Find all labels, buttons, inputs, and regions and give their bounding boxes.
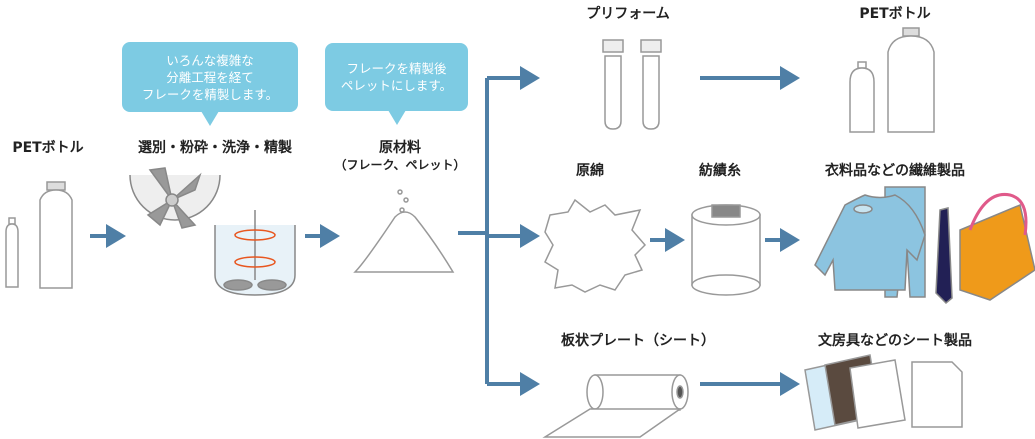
label-preform: プリフォーム [586,6,670,22]
label-textile-products: 衣料品などの繊維製品 [825,163,965,179]
arrow-yarn-to-textile [765,228,800,252]
arrow-cotton-to-yarn [650,228,685,252]
label-sheet-products: 文房具などのシート製品 [818,333,972,349]
callout-pellet: フレークを精製後ペレットにします。 [325,43,468,125]
callout-line: いろんな複雑な [166,52,254,68]
callout-line: 分離工程を経て [166,69,254,85]
arrow-to-preform [520,66,540,90]
label-raw-cotton: 原綿 [576,163,604,179]
callout-line: フレークを精製します。 [141,86,279,102]
label-process: 選別・粉砕・洗浄・精製 [138,140,292,156]
pet-bottles-product-illustration [849,27,935,133]
textile-products-illustration [814,186,1035,305]
preform-illustration [602,39,662,130]
flow-arrows [90,66,800,396]
arrow-process-to-raw [305,224,340,248]
sheet-products-illustration [804,354,963,431]
arrow-bottle-to-process [90,224,126,248]
branch-line [458,76,522,386]
spun-yarn-illustration [691,204,761,296]
arrow-to-cotton [520,224,540,248]
separation-machine-illustration [129,167,296,296]
arrow-sheet-to-products [700,372,800,396]
arrow-to-sheet [520,372,540,396]
label-raw-material-sub: （フレーク、ペレット） [334,158,466,172]
raw-cotton-illustration [544,198,647,293]
callout-line: フレークを精製後 [346,61,447,76]
pet-bottles-source-illustration [5,181,73,289]
sheet-roll-illustration [542,374,689,438]
label-pet-bottle-source: PETボトル [12,140,84,156]
label-pet-bottle-product: PETボトル [859,6,931,22]
callout-line: ペレットにします。 [340,78,453,93]
callout-process: いろんな複雑な分離工程を経てフレークを精製します。 [122,42,298,126]
label-raw-material: 原材料 [379,140,421,156]
label-spun-yarn: 紡績糸 [699,163,741,179]
arrow-preform-to-bottle [700,66,800,90]
label-sheet: 板状プレート（シート） [561,333,715,349]
raw-material-pile-illustration [353,189,455,273]
